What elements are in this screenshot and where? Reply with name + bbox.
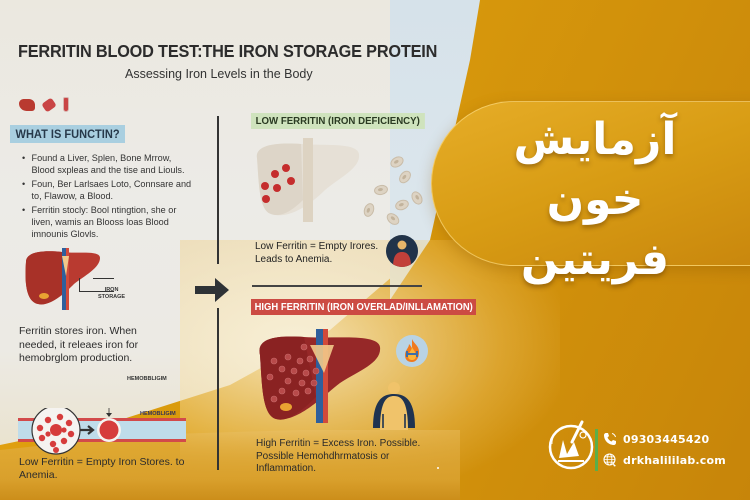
- low-ferritin-label: LOW FERRITIN (IRON DEFICIENCY): [251, 113, 425, 129]
- hemoglobin-vessel-illustration: [18, 408, 186, 455]
- bullet-item: Ferritin stocly: Bool ntingtion, she or …: [22, 205, 193, 242]
- vertical-divider-top: [217, 116, 219, 264]
- function-bullets: Found a Liver, Splen, Bone Mrrow, Blood …: [22, 153, 202, 243]
- rbc-icon: [409, 189, 425, 207]
- liver-storage-illustration: [25, 248, 100, 310]
- phone-number[interactable]: 09303445420: [623, 432, 710, 446]
- phone-icon: [604, 433, 616, 445]
- logo-divider: [595, 429, 598, 471]
- high-ferritin-summary: High Ferritin = Excess Iron. Possible. P…: [256, 438, 421, 474]
- decorative-speck: [437, 467, 439, 469]
- phone-contact[interactable]: 09303445420: [603, 432, 709, 446]
- horizontal-divider: [252, 285, 422, 287]
- dark-liver-illustration: [259, 329, 381, 423]
- rbc-icon: [388, 154, 406, 170]
- thermometer-icon: [63, 97, 69, 112]
- header-icons: [19, 96, 69, 113]
- globe-icon: [603, 453, 616, 467]
- persian-title: آزمایش خون فریتین: [470, 110, 720, 290]
- website-contact[interactable]: drkhalililab.com: [603, 453, 726, 467]
- page-title: FERRITIN BLOOD TEST:THE IRON STORAGE PRO…: [18, 41, 438, 61]
- hemoglobin-label-vessel: HEMOBLIGIM: [140, 411, 176, 417]
- persian-title-line2: فریتین: [520, 234, 670, 285]
- rbc-icon: [361, 201, 377, 219]
- anemic-person-avatar: [386, 235, 418, 267]
- vertical-divider-bottom: [217, 308, 219, 470]
- person-inflammation-illustration: [373, 382, 415, 430]
- iron-storage-label: IRON STORAGE: [98, 287, 125, 300]
- bullet-item: Found a Liver, Splen, Bone Mrrow, Blood …: [22, 153, 193, 178]
- rbc-icon: [393, 197, 411, 213]
- low-ferritin-summary: Low Ferritin = Empty Irores. Leads to An…: [255, 241, 379, 265]
- what-is-label: WHAT IS FUNCTIN?: [10, 125, 126, 143]
- hemoglobin-label-top: HEMOBBLIGIM: [127, 376, 167, 382]
- fire-icon: [396, 335, 428, 367]
- high-ferritin-label: HIGH FERRITIN (IRON OVERLAD/INLLAMATION): [251, 299, 477, 315]
- pale-liver-illustration: [256, 138, 360, 222]
- low-ferritin-summary-left: Low Ferritin = Empty Iron Stores. to Ane…: [19, 456, 185, 481]
- liver-icon: [19, 98, 35, 111]
- rbc-icon: [384, 210, 402, 228]
- title-banner: [431, 101, 750, 266]
- storage-description: Ferritin stores iron. When needed, it re…: [19, 325, 139, 364]
- storage-pointer: [79, 278, 114, 292]
- lab-logo: [548, 420, 594, 470]
- website-link[interactable]: drkhalililab.com: [623, 453, 726, 467]
- page-subtitle: Assessing Iron Levels in the Body: [125, 67, 313, 81]
- label-line: IRON: [104, 287, 119, 293]
- label-line: STORAGE: [98, 293, 126, 300]
- arrow-right-icon: [195, 278, 229, 302]
- rbc-icon: [396, 168, 414, 186]
- storage-pointer-top: [93, 278, 114, 279]
- bullet-item: Foun, Ber Larlsaes Loto, Connsare and to…: [22, 179, 193, 204]
- persian-title-line1: آزمایش خون: [513, 114, 677, 225]
- blood-cells-icon: [41, 96, 57, 113]
- rbc-icon: [373, 183, 389, 197]
- pale-red-blood-cells: [360, 150, 430, 230]
